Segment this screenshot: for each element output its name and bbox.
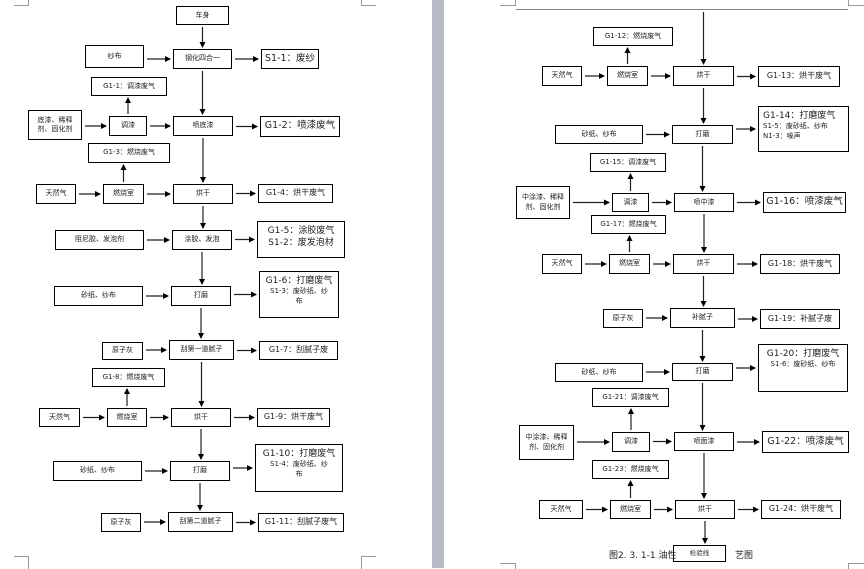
crop-mark [14, 0, 29, 6]
page-gutter [432, 0, 444, 568]
output-s1-1: S1-1：废纱 [261, 49, 319, 69]
input-putty: 原子灰 [102, 342, 143, 360]
process-step-topcoat-spray: 喷面漆 [674, 432, 734, 451]
output-g1-9: G1-9：烘干废气 [257, 408, 330, 427]
input-combustion-chamber: 燃烧室 [609, 254, 650, 274]
crop-mark [500, 563, 516, 569]
output-g1-10-line: G1-10：打磨废气 [262, 449, 336, 459]
output-g1-21: G1-21：调漆废气 [592, 388, 669, 407]
process-step-sanding: 打磨 [170, 461, 230, 481]
output-g1-22: G1-22：喷漆废气 [762, 431, 849, 453]
output-s1-3-line: S1-3：废砂纸、纱布 [270, 287, 328, 305]
output-g1-3: G1-3：燃烧废气 [88, 143, 170, 163]
process-step-drying: 烘干 [171, 408, 231, 427]
output-g1-19: G1-19：补腻子废 [760, 309, 840, 329]
process-step-inspection-line: 检验线 [673, 545, 726, 562]
output-g1-16: G1-16：喷漆废气 [763, 192, 846, 213]
output-g1-13: G1-13：烘干废气 [758, 66, 840, 87]
input-sandpaper-gauze: 砂纸、纱布 [54, 286, 143, 306]
output-g1-15: G1-15：调漆废气 [590, 153, 666, 172]
process-step-drying: 烘干 [173, 184, 233, 204]
crop-mark [848, 563, 864, 569]
input-natural-gas: 天然气 [36, 184, 76, 204]
input-combustion-chamber: 燃烧室 [103, 184, 144, 204]
output-g1-1: G1-1：调漆废气 [91, 77, 167, 96]
input-midcoat-thinner-hardener: 中涂漆、稀释剂、固化剂 [519, 425, 574, 460]
header-rule [516, 9, 848, 10]
crop-mark [500, 0, 516, 6]
input-natural-gas: 天然气 [542, 66, 582, 86]
input-natural-gas: 天然气 [539, 500, 583, 519]
input-natural-gas: 天然气 [39, 408, 80, 427]
crop-mark [361, 0, 376, 6]
figure-caption-part1: 图2. 3. 1-1 油性 [609, 551, 677, 561]
input-midcoat-thinner-hardener: 中涂漆、稀释剂、固化剂 [516, 186, 570, 219]
output-s1-6-line: S1-6：废砂纸、纱布 [770, 360, 836, 369]
output-g1-23: G1-23：燃烧废气 [592, 460, 669, 479]
input-combustion-chamber: 燃烧室 [607, 66, 648, 86]
output-g1-7: G1-7：刮腻子废 [259, 341, 338, 360]
process-step-drying: 烘干 [673, 66, 734, 86]
input-combustion-chamber: 燃烧室 [107, 408, 147, 427]
crop-mark [361, 556, 376, 569]
input-sandpaper-gauze: 砂纸、纱布 [555, 125, 643, 144]
output-g1-12: G1-12：燃烧废气 [593, 27, 673, 46]
input-putty: 原子灰 [603, 309, 643, 328]
figure-caption-part2: 艺图 [735, 551, 754, 561]
process-step-glue-foam: 涂胶、发泡 [172, 230, 232, 250]
process-step-body: 车身 [176, 6, 229, 25]
output-s1-2-line: S1-2：废发泡材 [268, 238, 334, 249]
input-primer-thinner-hardener: 底漆、稀释剂、固化剂 [28, 110, 82, 140]
process-step-first-putty: 刮第一道腻子 [169, 340, 234, 360]
input-sandpaper-gauze: 砂纸、纱布 [555, 363, 643, 382]
crop-mark [848, 0, 864, 6]
output-g1-6-s1-3: G1-6：打磨废气 S1-3：废砂纸、纱布 [259, 271, 339, 318]
process-step-drying: 烘干 [673, 254, 734, 274]
output-g1-4: G1-4：烘干废气 [258, 184, 333, 203]
process-step-primer-spray: 喷底漆 [173, 116, 233, 136]
output-g1-6-line: G1-6：打磨废气 [265, 276, 333, 286]
input-putty: 原子灰 [101, 513, 141, 532]
input-damping-glue-foaming-agent: 阻尼胶、发泡剂 [55, 230, 144, 250]
process-step-sanding: 打磨 [171, 286, 231, 306]
process-step-putty-touchup: 补腻子 [670, 308, 735, 328]
crop-mark [14, 556, 29, 569]
output-g1-11: G1-11：刮腻子废气 [258, 513, 344, 532]
input-combustion-chamber: 燃烧室 [610, 500, 651, 519]
document-page-left [0, 0, 432, 568]
output-g1-17: G1-17：燃烧废气 [591, 215, 666, 234]
output-g1-2: G1-2：喷漆废气 [260, 116, 340, 137]
process-step-second-putty: 刮第二道腻子 [168, 512, 233, 532]
input-paint-mixing: 调漆 [612, 432, 650, 452]
process-step-midcoat-spray: 喷中漆 [674, 193, 734, 212]
process-step-pretreatment: 钢化四合一 [173, 49, 232, 69]
input-natural-gas: 天然气 [542, 254, 582, 274]
output-g1-18: G1-18：烘干废气 [760, 254, 840, 274]
output-g1-20-line: G1-20：打磨废气 [766, 349, 840, 359]
output-g1-5-s1-2: G1-5：涂胶废气 S1-2：废发泡材 [257, 221, 345, 258]
output-g1-24: G1-24：烘干废气 [761, 500, 841, 519]
output-g1-10-s1-4: G1-10：打磨废气 S1-4：废砂纸、纱布 [255, 444, 343, 492]
process-step-sanding: 打磨 [672, 363, 733, 381]
output-g1-8: G1-8：燃烧废气 [92, 368, 165, 387]
input-paint-mixing: 调漆 [612, 193, 649, 212]
output-g1-5-line: G1-5：涂胶废气 [267, 226, 335, 236]
output-g1-14-line: G1-14：打磨废气 [763, 111, 836, 121]
output-n1-3-line: N1-3：噪声 [763, 131, 801, 140]
input-gauze: 纱布 [85, 45, 144, 68]
process-step-sanding: 打磨 [672, 125, 733, 144]
output-s1-5-line: S1-5：废砂纸、纱布 [763, 122, 828, 131]
output-g1-14-s1-5-n1-3: G1-14：打磨废气 S1-5：废砂纸、纱布 N1-3：噪声 [758, 106, 849, 152]
process-step-drying: 烘干 [675, 500, 735, 519]
output-s1-4-line: S1-4：废砂纸、纱布 [270, 460, 328, 478]
input-paint-mixing: 调漆 [109, 116, 147, 136]
input-sandpaper-gauze: 砂纸、纱布 [53, 461, 142, 481]
output-g1-20-s1-6: G1-20：打磨废气 S1-6：废砂纸、纱布 [758, 344, 848, 392]
